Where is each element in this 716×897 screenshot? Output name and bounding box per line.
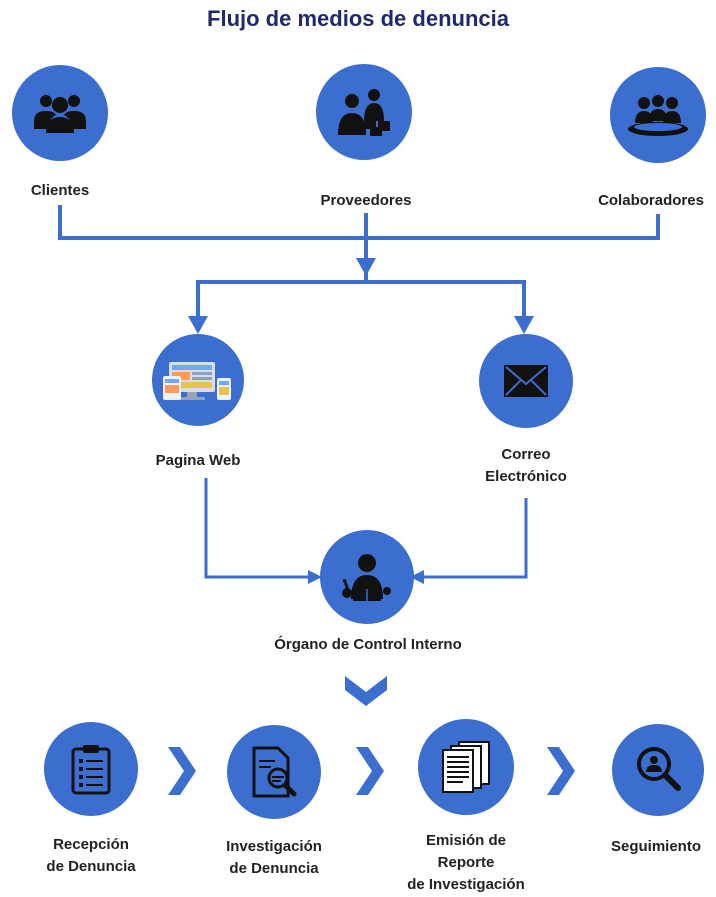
channel-email-node xyxy=(479,334,573,428)
channel-email-label: Correo Electrónico xyxy=(466,444,586,488)
connector-email-control xyxy=(422,498,528,579)
clipboard-icon xyxy=(71,745,111,795)
step-emision-line1: Emisión de xyxy=(425,832,507,849)
channel-email-label-line2: Electrónico xyxy=(485,468,567,485)
connector-web-control xyxy=(204,478,310,579)
source-clientes-label: Clientes xyxy=(30,182,90,199)
step-emision-label: Emisión de Reporte de Investigación xyxy=(396,830,536,896)
step-emision-line2: Reporte xyxy=(437,854,495,871)
chevron-right-icon-3 xyxy=(547,747,575,795)
meeting-table-icon xyxy=(628,95,688,136)
document-magnifier-icon xyxy=(252,746,297,798)
step-recepcion-line2: de Denuncia xyxy=(46,858,136,875)
website-devices-icon xyxy=(163,362,231,400)
arrow-right-control xyxy=(308,570,322,584)
page-title: Flujo de medios de denuncia xyxy=(207,6,509,31)
arrow-left-control xyxy=(410,570,424,584)
step-investigacion-label: Investigación de Denuncia xyxy=(206,836,342,880)
source-colaboradores-label: Colaboradores xyxy=(598,192,704,209)
chevron-right-icon-1 xyxy=(168,747,196,795)
arrow-down-web xyxy=(188,316,208,334)
channel-email-label-line1: Correo xyxy=(501,446,551,463)
step-recepcion-line1: Recepción xyxy=(53,836,129,853)
step-recepcion-node xyxy=(44,722,138,816)
connector-split xyxy=(196,280,526,318)
step-seguimiento-line1: Seguimiento xyxy=(610,838,701,855)
source-proveedores-label: Proveedores xyxy=(320,192,412,209)
step-seguimiento-node xyxy=(612,724,704,816)
connector-clientes xyxy=(58,205,660,240)
person-reading-icon xyxy=(342,554,391,601)
step-recepcion-label: Recepción de Denuncia xyxy=(26,834,156,878)
source-proveedores-node xyxy=(316,64,412,160)
step-investigacion-node xyxy=(227,725,321,819)
businessman-boxes-icon xyxy=(338,89,390,136)
channel-web-label: Pagina Web xyxy=(155,452,241,469)
envelope-icon xyxy=(504,365,548,397)
step-investigacion-line2: de Denuncia xyxy=(229,860,319,877)
step-emision-line3: de Investigación xyxy=(407,876,525,893)
step-investigacion-line1: Investigación xyxy=(226,838,322,855)
chevron-right-icon-2 xyxy=(356,747,384,795)
control-node xyxy=(320,530,414,624)
group-icon xyxy=(34,95,86,133)
search-person-icon xyxy=(637,747,681,791)
step-emision-node xyxy=(418,719,514,815)
step-seguimiento-label: Seguimiento xyxy=(596,836,716,858)
control-label: Órgano de Control Interno xyxy=(274,636,462,653)
report-documents-icon xyxy=(442,741,490,793)
arrow-down-merge xyxy=(356,258,376,276)
arrow-down-email xyxy=(514,316,534,334)
channel-web-node xyxy=(152,334,244,426)
source-colaboradores-node xyxy=(610,67,706,163)
chevron-down-icon xyxy=(345,676,387,706)
source-clientes-node xyxy=(12,65,108,161)
